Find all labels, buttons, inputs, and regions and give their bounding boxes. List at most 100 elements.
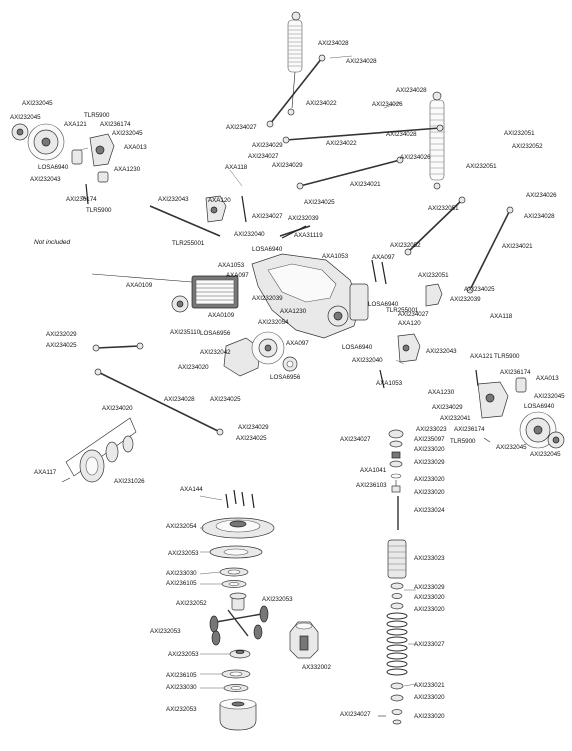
part-label: AXI234022 <box>306 100 337 107</box>
part-label: AXI232053 <box>168 651 199 658</box>
part-label: AXI234028 <box>346 58 377 65</box>
part-label: AXA144 <box>180 486 203 493</box>
part-label: AXI232040 <box>234 231 265 238</box>
part-label: AXI233020 <box>414 476 445 483</box>
part-label: TLR5900 <box>450 438 476 445</box>
part-label: AXI234028 <box>524 213 555 220</box>
part-label: AXI233020 <box>414 489 445 496</box>
steering-knuckles-illustration <box>205 195 443 363</box>
small-hardware-illustration <box>85 183 479 389</box>
part-label: AXI232043 <box>158 196 189 203</box>
part-label: AXA1041 <box>360 467 387 474</box>
part-label: AXI236174 <box>454 426 485 433</box>
part-label: LOSA6940 <box>524 403 555 410</box>
part-label: AXI234027 <box>340 436 371 443</box>
part-label: AXI236174 <box>100 121 131 128</box>
rear-right-shock-illustration <box>429 91 445 190</box>
part-label: AXI234028 <box>386 131 417 138</box>
part-label: AXI232053 <box>262 596 293 603</box>
part-label: AXI234025 <box>46 342 77 349</box>
part-label: AXI234027 <box>398 311 429 318</box>
part-label: AXI234025 <box>464 286 495 293</box>
link-end-rods <box>92 54 514 436</box>
part-label: AXI233020 <box>414 713 445 720</box>
part-label: AXI234027 <box>340 711 371 718</box>
part-label: AXI236105 <box>166 672 197 679</box>
part-label: AXI232052 <box>176 600 207 607</box>
part-label: AXI236174 <box>66 196 97 203</box>
part-label: AXI233030 <box>166 570 197 577</box>
part-label: AXI233024 <box>414 507 445 514</box>
part-label: AXI235097 <box>414 436 445 443</box>
part-label: AXA097 <box>226 272 249 279</box>
part-label: TLR255001 <box>172 240 205 247</box>
part-label: AXA1053 <box>376 380 403 387</box>
part-label: AXI232054 <box>258 319 289 326</box>
part-label: AXI232041 <box>440 415 471 422</box>
shock-exploded-column-illustration <box>378 429 408 725</box>
part-label: AXI232029 <box>46 331 77 338</box>
part-label: LOSA6940 <box>342 344 373 351</box>
part-label: AXI234027 <box>252 213 283 220</box>
part-label: AXI234026 <box>400 154 431 161</box>
rear-left-shock-illustration <box>287 11 303 116</box>
part-label: TLR5900 <box>84 112 110 119</box>
part-label: AXI235110 <box>170 329 201 336</box>
part-label: AXA121 <box>64 121 87 128</box>
part-label: AXA097 <box>286 340 309 347</box>
part-label: AXI233020 <box>414 594 445 601</box>
part-label: AXI234025 <box>210 396 241 403</box>
part-label: AXI234028 <box>318 40 349 47</box>
part-label: AXI232043 <box>30 176 61 183</box>
part-label: AXI232045 <box>112 130 143 137</box>
part-label: AXI234020 <box>102 405 133 412</box>
axle-housing-illustration <box>251 253 369 339</box>
part-label: AXI232045 <box>530 451 561 458</box>
part-label: AXI234025 <box>304 199 335 206</box>
part-label: AXI232043 <box>426 348 457 355</box>
part-label: AXI232051 <box>418 272 449 279</box>
part-label: AXA1053 <box>322 253 349 260</box>
part-label: AXI233020 <box>414 446 445 453</box>
part-label: AXI232051 <box>428 205 459 212</box>
part-label: LOSA6940 <box>38 164 69 171</box>
part-label: AXI236103 <box>356 482 387 489</box>
part-label: AXI232042 <box>200 349 231 356</box>
part-label: AXA097 <box>372 254 395 261</box>
part-label: AXI234029 <box>238 424 269 431</box>
part-label: AXI232054 <box>166 523 197 530</box>
part-label: AXI231026 <box>114 478 145 485</box>
part-label: AXI233020 <box>414 694 445 701</box>
part-label: AXI232052 <box>390 242 421 249</box>
part-label: AXI234025 <box>236 435 267 442</box>
part-label: AXI233029 <box>414 459 445 466</box>
part-label: AXI234022 <box>326 140 357 147</box>
part-label: AXI232051 <box>504 130 535 137</box>
part-label: AXI232045 <box>534 393 565 400</box>
part-label: AXI232040 <box>352 357 383 364</box>
part-label: AXI234027 <box>226 124 257 131</box>
part-label: AXI233021 <box>414 682 445 689</box>
part-label: TLR255001 <box>386 307 419 314</box>
part-label: LOSA6940 <box>368 301 399 308</box>
part-label: AXI234021 <box>350 181 381 188</box>
part-label: AXI234029 <box>432 404 463 411</box>
part-label: AXA120 <box>208 197 231 204</box>
part-label: AXI234026 <box>526 192 557 199</box>
left-hub-assembly-illustration <box>11 123 115 201</box>
servo-illustration <box>91 273 239 313</box>
part-label: AXA121 <box>470 353 493 360</box>
part-label: AXI234029 <box>272 162 303 169</box>
part-label: LOSA6940 <box>252 246 283 253</box>
part-label: AXI233023 <box>416 426 447 433</box>
part-label: AXI234028 <box>164 396 195 403</box>
part-label: AXI234027 <box>248 153 279 160</box>
part-label: AXA117 <box>34 469 57 476</box>
part-label: TLR5900 <box>86 207 112 214</box>
part-label: AXI233029 <box>414 584 445 591</box>
part-label: AXI233027 <box>414 641 445 648</box>
leader-lines <box>79 55 417 689</box>
part-label: AXA120 <box>398 320 421 327</box>
part-label: AXA1230 <box>280 308 307 315</box>
part-label: AXA013 <box>124 144 147 151</box>
